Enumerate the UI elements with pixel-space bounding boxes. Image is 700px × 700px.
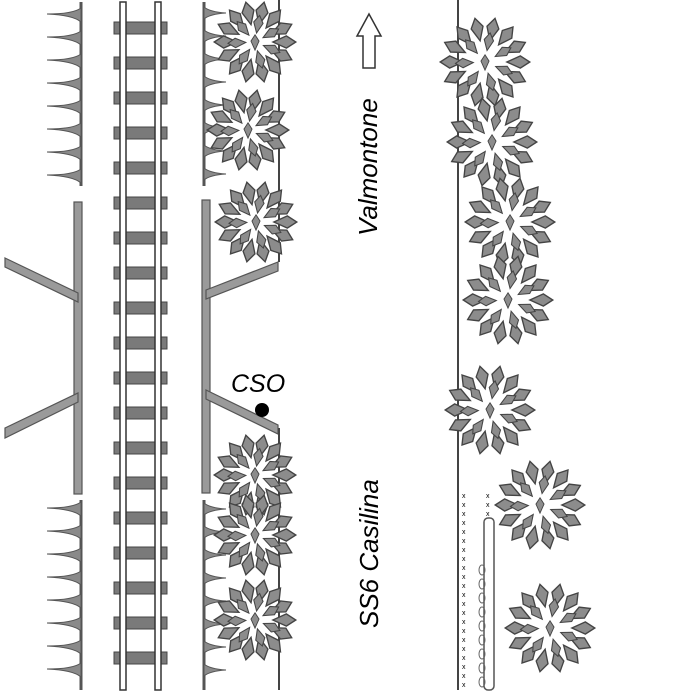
- rail-sleeper: [113, 616, 168, 630]
- fence-spike-icon: [46, 547, 82, 564]
- rail-sleeper: [113, 266, 168, 280]
- fence-spike-icon: [203, 166, 227, 182]
- station-code-label: CSO: [231, 370, 285, 398]
- svg-text:x: x: [462, 538, 466, 545]
- rail-right: [154, 1, 162, 691]
- svg-text:x: x: [462, 565, 466, 572]
- fence-spike-icon: [203, 5, 227, 21]
- fence-spike-icon: [46, 662, 82, 679]
- rail-sleeper: [113, 406, 168, 420]
- fence-spike-icon: [203, 28, 227, 44]
- svg-text:x: x: [462, 493, 466, 500]
- svg-text:x: x: [462, 592, 466, 599]
- fence-spike-icon: [46, 7, 82, 24]
- tree-icon: [494, 459, 586, 551]
- fence-spike-icon: [203, 639, 227, 655]
- trees: [206, 0, 596, 674]
- svg-text:x: x: [462, 574, 466, 581]
- fence-spike-icon: [46, 99, 82, 116]
- rail-sleeper: [113, 91, 168, 105]
- rail-sleeper: [113, 196, 168, 210]
- rail-sleeper: [113, 441, 168, 455]
- rail-sleeper: [113, 476, 168, 490]
- platform-left: [4, 201, 83, 495]
- svg-text:x: x: [462, 520, 466, 527]
- tree-icon: [206, 88, 290, 172]
- rail-sleeper: [113, 581, 168, 595]
- fence-spike-icon: [46, 593, 82, 610]
- svg-text:x: x: [462, 583, 466, 590]
- rail-sleeper: [113, 231, 168, 245]
- tree-icon: [213, 433, 297, 517]
- svg-text:x: x: [462, 682, 466, 689]
- tree-icon: [214, 180, 298, 264]
- svg-text:x: x: [462, 529, 466, 536]
- tree-icon: [213, 493, 297, 577]
- rail-sleeper: [113, 301, 168, 315]
- hedge-strip: xxxxxxxxxxxxxxxxxxxxxxxxxxxxxxxxxxxxxxxx…: [462, 493, 495, 691]
- fence-spike-icon: [203, 662, 227, 678]
- fence-spike-icon: [46, 501, 82, 518]
- svg-text:x: x: [486, 493, 490, 500]
- tree-icon: [439, 16, 531, 108]
- svg-text:x: x: [462, 619, 466, 626]
- rail-sleeper: [113, 371, 168, 385]
- svg-text:x: x: [462, 547, 466, 554]
- rail-sleeper: [113, 161, 168, 175]
- destination-label: Valmontone: [353, 98, 383, 236]
- rail-left: [119, 1, 127, 691]
- fence-spike-icon: [46, 168, 82, 185]
- rail-sleeper: [113, 511, 168, 525]
- fence-left: [46, 2, 83, 690]
- fence-spike-icon: [46, 639, 82, 656]
- tree-icon: [464, 176, 556, 268]
- fence-spike-icon: [46, 76, 82, 93]
- road-name-label: SS6 Casilina: [354, 479, 384, 628]
- fence-spike-icon: [46, 145, 82, 162]
- fence-spike-icon: [203, 547, 227, 563]
- rail-sleeper: [113, 21, 168, 35]
- rail-sleeper: [113, 651, 168, 665]
- tree-icon: [213, 0, 297, 84]
- fence-right: [202, 2, 227, 690]
- svg-text:x: x: [462, 646, 466, 653]
- tree-icon: [213, 578, 297, 662]
- railway-track: [113, 1, 168, 691]
- fence-spike-icon: [46, 616, 82, 633]
- svg-text:x: x: [462, 664, 466, 671]
- svg-text:x: x: [462, 601, 466, 608]
- fence-spike-icon: [203, 501, 227, 517]
- svg-text:x: x: [486, 511, 490, 518]
- rail-sleeper: [113, 126, 168, 140]
- svg-text:x: x: [462, 655, 466, 662]
- rail-sleeper: [113, 336, 168, 350]
- tree-icon: [462, 254, 554, 346]
- fence-spike-icon: [46, 30, 82, 47]
- direction-arrow-icon: [355, 12, 383, 69]
- station-marker-icon: [255, 403, 269, 417]
- fence-spike-icon: [203, 570, 227, 586]
- rail-sleeper: [113, 546, 168, 560]
- tree-icon: [446, 96, 538, 188]
- svg-text:x: x: [462, 637, 466, 644]
- svg-text:x: x: [462, 628, 466, 635]
- svg-text:x: x: [462, 511, 466, 518]
- svg-text:x: x: [462, 502, 466, 509]
- svg-text:x: x: [486, 502, 490, 509]
- fence-spike-icon: [46, 524, 82, 541]
- fence-spike-icon: [46, 53, 82, 70]
- fence-spike-icon: [46, 570, 82, 587]
- tree-icon: [504, 582, 596, 674]
- svg-text:x: x: [462, 556, 466, 563]
- svg-text:x: x: [462, 673, 466, 680]
- svg-text:x: x: [462, 610, 466, 617]
- fence-spike-icon: [46, 122, 82, 139]
- fence-spike-icon: [203, 74, 227, 90]
- rail-sleeper: [113, 56, 168, 70]
